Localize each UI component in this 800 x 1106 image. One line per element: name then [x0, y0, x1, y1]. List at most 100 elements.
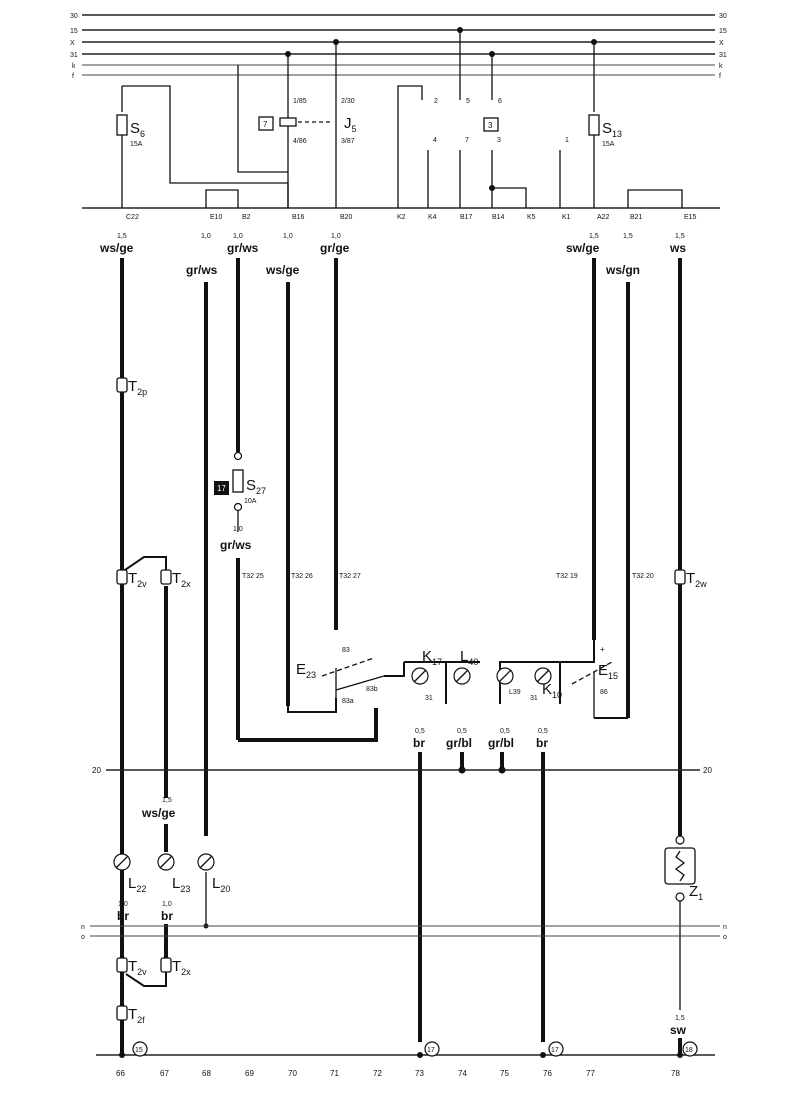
wire-color: br: [117, 909, 129, 923]
wire-color: ws: [669, 241, 686, 255]
ground-ref-circle: [424, 1041, 440, 1057]
wire-color: br: [413, 736, 425, 750]
connector-pin: [675, 835, 685, 845]
bus-label-right: X: [719, 40, 724, 47]
junction-dot: [540, 1052, 546, 1058]
lamp-pin: 31: [530, 695, 538, 702]
lamp-label: K17: [422, 648, 442, 667]
track-number: 71: [330, 1069, 339, 1078]
terminal-sub: 2v: [137, 579, 147, 589]
switch-e15: E15 + 86: [571, 645, 628, 719]
wire-size: 0,5: [500, 728, 510, 735]
terminal-label: T2p: [128, 378, 147, 397]
fuse-rating: 10A: [244, 498, 257, 505]
track-numbers: 66 67 68 69 70 71 72 73 74 75 76 77 78: [116, 1069, 680, 1078]
bus-label-right: o: [723, 934, 727, 941]
fuse-label: S6: [130, 120, 145, 139]
relay-pin: 4: [433, 137, 437, 144]
bus-label-left: 30: [70, 13, 78, 20]
wire-color: gr/bl: [488, 736, 514, 750]
lamp-label: L22: [128, 875, 146, 894]
track-number: 67: [160, 1069, 169, 1078]
switch-label: E23: [296, 661, 316, 680]
terminal-label: T2v: [128, 570, 147, 589]
wire-segment: [384, 662, 405, 677]
fuse-label: S13: [602, 120, 622, 139]
wire-size: 1,0: [233, 526, 243, 533]
lamp-name: L: [509, 689, 513, 696]
track-number: 70: [288, 1069, 297, 1078]
connector-label: B2: [242, 214, 251, 221]
track-number: 69: [245, 1069, 254, 1078]
wire-size: 0,5: [415, 728, 425, 735]
fuse-box-number: 17: [217, 484, 226, 493]
wire-bridge: [205, 189, 239, 208]
fuse-label: S27: [246, 477, 266, 496]
top-bus-bars: 30 30 15 15 X X 31 31 k k f f: [70, 13, 727, 80]
ground-ref-number: 18: [685, 1047, 693, 1054]
switch-pin: 83b: [366, 686, 378, 693]
switch-lever: [335, 675, 385, 691]
lamp-pin: 31: [425, 695, 433, 702]
terminal-name: T: [128, 570, 137, 587]
t32-pin-label: T32 20: [632, 573, 654, 580]
junction-dot: [417, 1052, 423, 1058]
fuse-s6: [116, 114, 128, 136]
lamp-l20-icon: [199, 855, 213, 869]
terminal-name: T: [172, 958, 181, 975]
connector-label: B14: [492, 214, 505, 221]
wire-color: br: [161, 909, 173, 923]
bus-label-left: n: [81, 924, 85, 931]
wire-crossover: [121, 556, 167, 573]
switch-pin: 83: [342, 647, 350, 654]
terminal-group-upper: T2v T2x: [116, 556, 191, 798]
component-sub: 1: [698, 892, 703, 902]
fuse-sub: 27: [256, 486, 266, 496]
lower-lamps: 1,5 ws/ge L22 L23 L20 1,0 br 1,0 br: [113, 797, 230, 958]
wire-return: [238, 708, 378, 742]
wire-color: sw: [670, 1023, 687, 1037]
connector-pin: [675, 892, 685, 902]
connector-label: E10: [210, 214, 223, 221]
wire-color: gr/ws: [186, 263, 218, 277]
wire-bridge: [627, 189, 683, 208]
terminal-label: T2f: [128, 1006, 145, 1025]
switch-name: E: [296, 661, 306, 678]
wire-size: 0,5: [538, 728, 548, 735]
lamp-sub: 23: [180, 884, 190, 894]
terminal-label: T2w: [686, 570, 707, 589]
relay-pin: 4/86: [293, 138, 307, 145]
switch-lever: [321, 657, 375, 677]
wire-size: 1,0: [331, 233, 341, 240]
fuse-box: [214, 481, 229, 495]
bus-label-left: f: [72, 73, 74, 80]
track-number: 68: [202, 1069, 211, 1078]
relay-coil: [279, 117, 297, 127]
track-number: 73: [415, 1069, 424, 1078]
relay-pin: 7: [465, 137, 469, 144]
switch-sub: 23: [306, 670, 316, 680]
lamp-sub: 39: [513, 689, 521, 696]
terminal-sub: 2w: [695, 579, 707, 589]
connector-label: A22: [597, 214, 610, 221]
terminal-name: T: [128, 1006, 137, 1023]
lamp-sub: 22: [136, 884, 146, 894]
connector-label: B16: [292, 214, 305, 221]
relay-pin: 1/85: [293, 98, 307, 105]
fuse-name: S: [246, 477, 256, 494]
lamp-k17-icon: [413, 669, 427, 683]
switch-sub: 15: [608, 671, 618, 681]
switch-pin: 83a: [342, 698, 354, 705]
connector-pin: [233, 502, 243, 512]
track-number: 77: [586, 1069, 595, 1078]
bus-label-left: k: [72, 63, 76, 70]
lamp-name: L: [212, 875, 220, 892]
terminal-sub: 2v: [137, 967, 147, 977]
wire-color: ws/ge: [141, 806, 176, 820]
relay-pin: 6: [498, 98, 502, 105]
wire-size: 1,0: [118, 901, 128, 908]
switch-label: E15: [598, 662, 618, 681]
bus-label-right: n: [723, 924, 727, 931]
lamp-label: L39: [509, 689, 521, 696]
